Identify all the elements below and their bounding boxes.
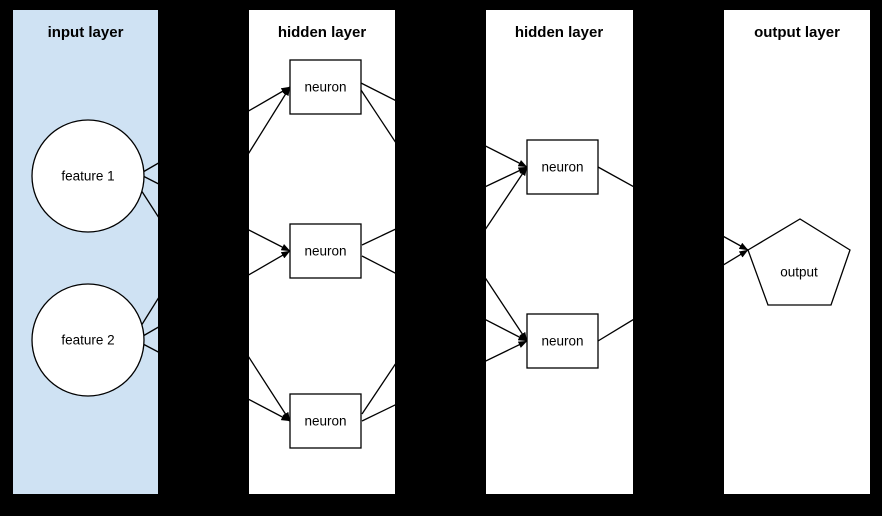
- node-label-hidden2-neuron-1: neuron: [541, 160, 583, 175]
- node-label-feature-2: feature 2: [61, 333, 114, 348]
- edge-hidden1-neuron-2-to-hidden2-neuron-2: [361, 255, 528, 342]
- node-hidden2-neuron-1[interactable]: neuron: [526, 139, 599, 195]
- edge-feature-2-to-hidden1-neuron-2: [142, 250, 291, 337]
- node-label-hidden2-neuron-2: neuron: [541, 334, 583, 349]
- connection-edges: [140, 82, 749, 422]
- layer-title-output-layer: output layer: [754, 24, 840, 41]
- node-label-hidden1-neuron-3: neuron: [304, 414, 346, 429]
- edge-hidden2-neuron-1-to-output-node: [597, 166, 749, 251]
- node-hidden1-neuron-1[interactable]: neuron: [289, 59, 362, 115]
- node-label-feature-1: feature 1: [61, 169, 114, 184]
- node-feature-2[interactable]: feature 2: [31, 283, 145, 397]
- edge-hidden1-neuron-1-to-hidden2-neuron-2: [360, 89, 528, 342]
- layer-title-hidden-layer-1: hidden layer: [278, 24, 367, 41]
- layer-containers: [13, 10, 870, 494]
- node-label-output-node: output: [780, 265, 818, 280]
- layer-title-hidden-layer-2: hidden layer: [515, 24, 604, 41]
- edge-hidden1-neuron-3-to-hidden2-neuron-2: [361, 340, 528, 422]
- edge-hidden1-neuron-2-to-hidden2-neuron-1: [361, 166, 528, 246]
- layer-titles: input layer hidden layer hidden layer outpu…: [48, 24, 841, 41]
- layer-title-input-layer: input layer: [48, 24, 124, 41]
- edge-feature-1-to-hidden1-neuron-1: [142, 86, 291, 173]
- layer-container-hidden-layer-2: [486, 10, 633, 494]
- network-nodes: feature 1 feature 2 neuron neuron neuron neur…: [31, 59, 851, 449]
- edge-feature-1-to-hidden1-neuron-3: [140, 189, 291, 422]
- edge-hidden1-neuron-3-to-hidden2-neuron-1: [361, 166, 528, 415]
- edge-feature-1-to-hidden1-neuron-2: [142, 175, 291, 252]
- edge-hidden2-neuron-2-to-output-node: [597, 249, 749, 342]
- layer-container-input-layer: [13, 10, 158, 494]
- node-hidden1-neuron-2[interactable]: neuron: [289, 223, 362, 279]
- node-feature-1[interactable]: feature 1: [31, 119, 145, 233]
- node-hidden2-neuron-2[interactable]: neuron: [526, 313, 599, 369]
- node-label-hidden1-neuron-2: neuron: [304, 244, 346, 259]
- edge-feature-2-to-hidden1-neuron-1: [140, 86, 291, 327]
- edge-hidden1-neuron-1-to-hidden2-neuron-1: [360, 82, 528, 168]
- node-label-hidden1-neuron-1: neuron: [304, 80, 346, 95]
- edge-feature-2-to-hidden1-neuron-3: [142, 343, 291, 422]
- node-output-node[interactable]: output: [747, 218, 851, 306]
- node-hidden1-neuron-3[interactable]: neuron: [289, 393, 362, 449]
